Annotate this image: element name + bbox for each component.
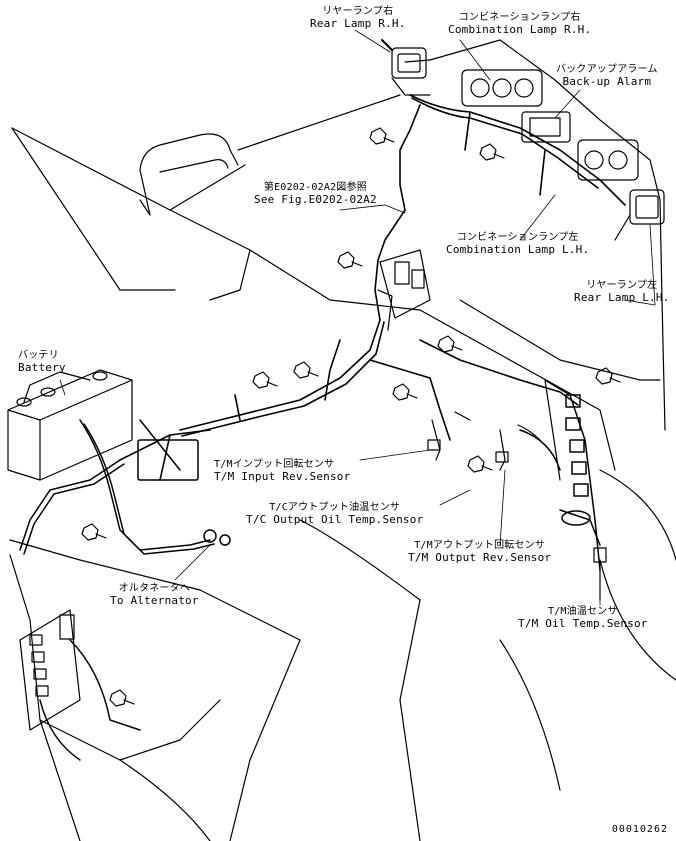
label-jp: コンビネーションランプ右 <box>458 12 581 23</box>
bolt-icon <box>81 127 621 707</box>
machine-body-outline <box>9 39 676 841</box>
label-tm-input-sensor: T/Mインプット回転センサ T/M Input Rev.Sensor <box>214 459 350 483</box>
label-en: Rear Lamp R.H. <box>310 17 406 30</box>
label-jp: バックアップアラーム <box>556 64 658 75</box>
label-rear-lamp-rh: リヤーランプ右 Rear Lamp R.H. <box>310 6 406 30</box>
label-jp: T/M油温センサ <box>547 606 618 617</box>
label-en: Rear Lamp L.H. <box>574 291 670 304</box>
label-combination-lamp-lh: コンビネーションランプ左 Combination Lamp L.H. <box>446 232 589 256</box>
label-jp: バッテリ <box>18 350 59 361</box>
label-jp: コンビネーションランプ左 <box>456 232 579 243</box>
label-en: To Alternator <box>110 594 199 607</box>
combination-lamp-rh <box>461 69 543 107</box>
label-en: Combination Lamp L.H. <box>446 243 590 256</box>
label-en: T/M Input Rev.Sensor <box>214 470 351 483</box>
label-to-alternator: オルタネータへ To Alternator <box>110 583 199 607</box>
label-en: T/M Output Rev.Sensor <box>408 551 552 564</box>
label-en: T/M Oil Temp.Sensor <box>518 617 648 630</box>
label-en: Back-up Alarm <box>562 75 652 88</box>
label-en: T/C Output Oil Temp.Sensor <box>246 513 424 526</box>
document-number: 00010262 <box>611 824 668 835</box>
label-see-fig: 第E0202-02A2図参照 See Fig.E0202-02A2 <box>254 182 377 206</box>
label-jp: T/Cアウトプット油温センサ <box>269 502 401 513</box>
main-harness <box>119 319 579 481</box>
label-jp: リヤーランプ左 <box>586 280 658 291</box>
label-backup-alarm: バックアップアラーム Back-up Alarm <box>556 64 658 88</box>
label-combination-lamp-rh: コンビネーションランプ右 Combination Lamp R.H. <box>448 12 591 36</box>
relay-bracket <box>377 249 431 331</box>
label-tm-oil-sensor: T/M油温センサ T/M Oil Temp.Sensor <box>518 606 648 630</box>
label-jp: 第E0202-02A2図参照 <box>263 182 367 193</box>
label-tc-output-oil-sensor: T/Cアウトプット油温センサ T/C Output Oil Temp.Senso… <box>246 502 423 526</box>
lower-relay-panel <box>19 609 141 761</box>
label-en: Combination Lamp R.H. <box>448 23 592 36</box>
rear-lamp-rh <box>381 39 431 96</box>
tm-input-sensor <box>427 411 471 461</box>
battery-harness <box>19 419 231 555</box>
combination-lamp-lh <box>577 139 639 181</box>
label-rear-lamp-lh: リヤーランプ左 Rear Lamp L.H. <box>574 280 670 304</box>
label-en: See Fig.E0202-02A2 <box>254 193 377 206</box>
battery <box>7 369 133 481</box>
label-en: Battery <box>18 361 66 374</box>
leader-lines <box>59 29 656 606</box>
backup-alarm <box>521 111 571 143</box>
tm-output-sensor <box>495 424 541 471</box>
rear-harness <box>374 94 626 321</box>
label-jp: T/Mアウトプット回転センサ <box>414 540 546 551</box>
label-tm-output-sensor: T/Mアウトプット回転センサ T/M Output Rev.Sensor <box>408 540 551 564</box>
label-jp: リヤーランプ右 <box>322 6 394 17</box>
label-jp: T/Mインプット回転センサ <box>214 459 335 470</box>
rear-lamp-lh <box>614 189 665 241</box>
label-battery: バッテリ Battery <box>18 350 66 374</box>
label-jp: オルタネータへ <box>118 583 191 594</box>
right-harness <box>519 379 601 571</box>
